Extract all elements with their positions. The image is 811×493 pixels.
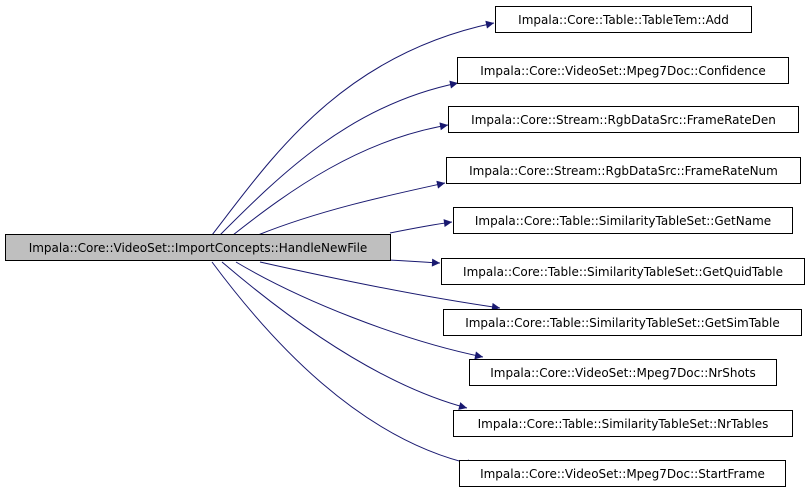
edge-to-getsimtable [259, 261, 501, 311]
edge-to-nrshots [235, 261, 484, 360]
callee-node-add[interactable]: Impala::Core::Table::TableTem::Add [495, 6, 752, 33]
callee-node-startframe[interactable]: Impala::Core::VideoSet::Mpeg7Doc::StartF… [459, 460, 786, 487]
callee-node-nrtables[interactable]: Impala::Core::Table::SimilarityTableSet:… [453, 410, 793, 437]
root-function-label: Impala::Core::VideoSet::ImportConcepts::… [28, 240, 368, 255]
callee-label: Impala::Core::VideoSet::Mpeg7Doc::Confid… [480, 63, 766, 78]
callee-node-getquidtable[interactable]: Impala::Core::Table::SimilarityTableSet:… [441, 258, 805, 285]
callee-node-getsimtable[interactable]: Impala::Core::Table::SimilarityTableSet:… [443, 309, 802, 336]
callee-label: Impala::Core::Table::SimilarityTableSet:… [463, 264, 783, 279]
edge-to-add [211, 20, 495, 236]
callee-node-confidence[interactable]: Impala::Core::VideoSet::Mpeg7Doc::Confid… [457, 57, 789, 84]
callee-node-nrshots[interactable]: Impala::Core::VideoSet::Mpeg7Doc::NrShot… [469, 359, 777, 386]
callee-label: Impala::Core::Stream::RgbDataSrc::FrameR… [471, 112, 776, 127]
edge-to-startframe [211, 261, 476, 468]
edge-to-confidence [219, 80, 459, 236]
root-function-node[interactable]: Impala::Core::VideoSet::ImportConcepts::… [5, 234, 391, 261]
callee-label: Impala::Core::VideoSet::Mpeg7Doc::NrShot… [490, 365, 756, 380]
callee-label: Impala::Core::Stream::RgbDataSrc::FrameR… [469, 163, 778, 178]
callee-label: Impala::Core::Table::SimilarityTableSet:… [474, 213, 772, 228]
callee-node-frameratenum[interactable]: Impala::Core::Stream::RgbDataSrc::FrameR… [446, 157, 801, 184]
edge-to-nrtables [221, 261, 468, 410]
callee-label: Impala::Core::Table::SimilarityTableSet:… [465, 315, 780, 330]
edge-to-frameratedent [232, 122, 449, 236]
callee-node-frameratedent[interactable]: Impala::Core::Stream::RgbDataSrc::FrameR… [448, 106, 799, 133]
callee-label: Impala::Core::VideoSet::Mpeg7Doc::StartF… [480, 466, 765, 481]
callee-node-getname[interactable]: Impala::Core::Table::SimilarityTableSet:… [453, 207, 793, 234]
callee-label: Impala::Core::Table::TableTem::Add [518, 12, 729, 27]
edge-to-getname [389, 219, 453, 234]
edge-to-frameratenum [257, 180, 446, 236]
callee-label: Impala::Core::Table::SimilarityTableSet:… [477, 416, 769, 431]
